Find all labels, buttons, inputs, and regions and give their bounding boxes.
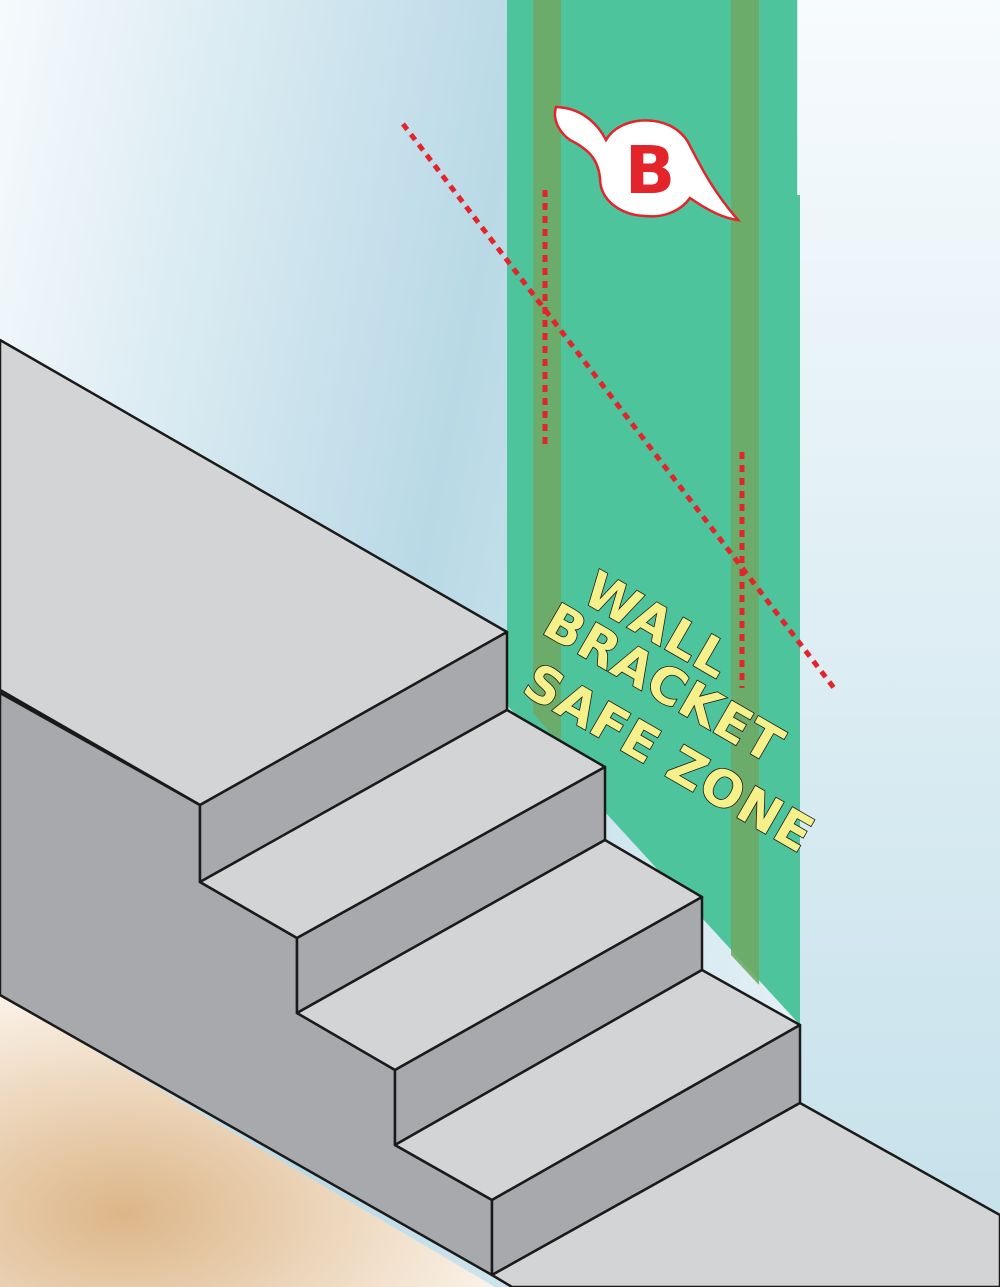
- wall-stud-right: [731, 0, 759, 985]
- floor: [0, 995, 495, 1287]
- badge-letter: B: [625, 132, 675, 209]
- stair-bottom-landing: [490, 1101, 1000, 1287]
- right-wall-edge: [798, 0, 1000, 1287]
- stair-landing-edge: [0, 688, 201, 807]
- handrail-line: [401, 122, 839, 694]
- swirl-b-badge-icon: B: [553, 105, 742, 222]
- staircase: [0, 338, 1000, 1287]
